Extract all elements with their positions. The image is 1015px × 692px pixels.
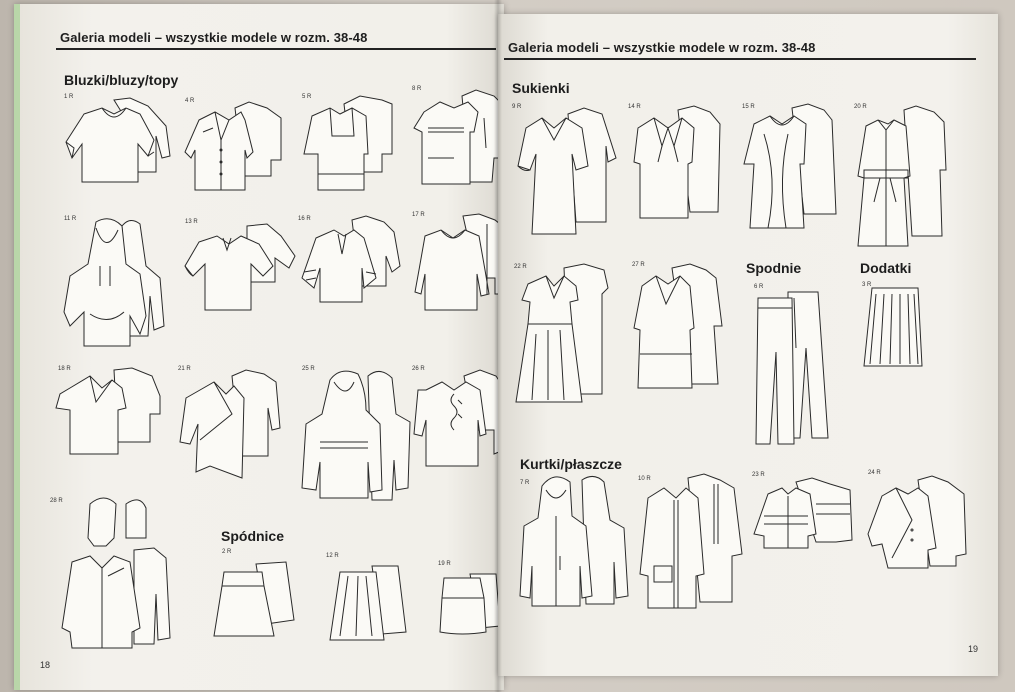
model-label: 24 R (868, 470, 881, 476)
book-spine (494, 0, 502, 692)
model-label: 6 R (754, 284, 764, 290)
skirt-sketch (329, 565, 407, 641)
skirt-sketch (439, 573, 501, 635)
model-label: 8 R (412, 86, 422, 92)
dress-sketch (517, 107, 617, 235)
left-header-rule (56, 48, 496, 50)
skirt-sketch (213, 561, 295, 637)
trousers-sketch (755, 291, 829, 445)
top-sketch (413, 369, 505, 467)
dress-sketch (633, 263, 723, 389)
top-sketch (184, 223, 296, 311)
accessory-skirt-sketch (863, 287, 923, 367)
right-page: Galeria modeli – wszystkie modele w rozm… (498, 14, 998, 676)
top-sketch (301, 215, 401, 303)
model-label: 11 R (64, 216, 77, 222)
top-sketch (303, 95, 393, 191)
top-sketch (184, 101, 282, 191)
dress-sketch (743, 103, 837, 229)
model-label: 10 R (638, 476, 651, 482)
top-sketch (65, 97, 171, 183)
left-page: Galeria modeli – wszystkie modele w rozm… (14, 4, 506, 690)
model-label: 7 R (520, 480, 530, 486)
dress-sketch (857, 105, 947, 247)
section-skirts-heading: Spódnice (221, 528, 285, 544)
model-label: 23 R (752, 472, 765, 478)
model-label: 17 R (412, 212, 425, 218)
hoodie-sketch (301, 370, 411, 501)
top-sketch (55, 367, 161, 455)
model-label: 20 R (854, 104, 867, 110)
model-label: 21 R (178, 366, 191, 372)
model-label: 26 R (412, 366, 425, 372)
model-label: 19 R (438, 561, 451, 567)
jacket-sketch (753, 477, 853, 549)
top-sketch (413, 89, 505, 185)
model-label: 5 R (302, 94, 312, 100)
model-label: 9 R (512, 104, 522, 110)
section-dresses-heading: Sukienki (512, 80, 570, 96)
right-page-number: 19 (968, 644, 979, 654)
right-header-title: Galeria modeli – wszystkie modele w rozm… (508, 40, 816, 55)
section-accessories-heading: Dodatki (860, 260, 912, 276)
section-trousers-heading: Spodnie (746, 260, 802, 276)
model-label: 14 R (628, 104, 641, 110)
hooded-jacket-sketch (519, 476, 629, 607)
model-label: 2 R (222, 549, 232, 555)
dress-sketch (515, 263, 609, 403)
model-label: 3 R (862, 282, 872, 288)
right-header-rule (504, 58, 976, 60)
model-label: 18 R (58, 366, 71, 372)
model-label: 13 R (185, 219, 198, 225)
model-label: 22 R (514, 264, 527, 270)
model-label: 4 R (185, 98, 195, 104)
dress-sketch (633, 105, 721, 219)
hoodie-jacket-sketch (61, 497, 171, 649)
model-label: 1 R (64, 94, 74, 100)
model-label: 15 R (742, 104, 755, 110)
jacket-sketch (867, 475, 967, 569)
left-header-title: Galeria modeli – wszystkie modele w rozm… (60, 30, 368, 45)
hoodie-sketch (63, 218, 165, 347)
top-sketch (179, 369, 281, 479)
model-label: 16 R (298, 216, 311, 222)
coat-sketch (639, 473, 743, 609)
model-label: 12 R (326, 553, 339, 559)
top-sketch (414, 213, 506, 311)
model-label: 25 R (302, 366, 315, 372)
section-jackets-heading: Kurtki/płaszcze (520, 456, 622, 472)
model-label: 28 R (50, 498, 63, 504)
section-tops-heading: Bluzki/bluzy/topy (64, 72, 179, 88)
left-page-number: 18 (40, 660, 51, 670)
model-label: 27 R (632, 262, 645, 268)
